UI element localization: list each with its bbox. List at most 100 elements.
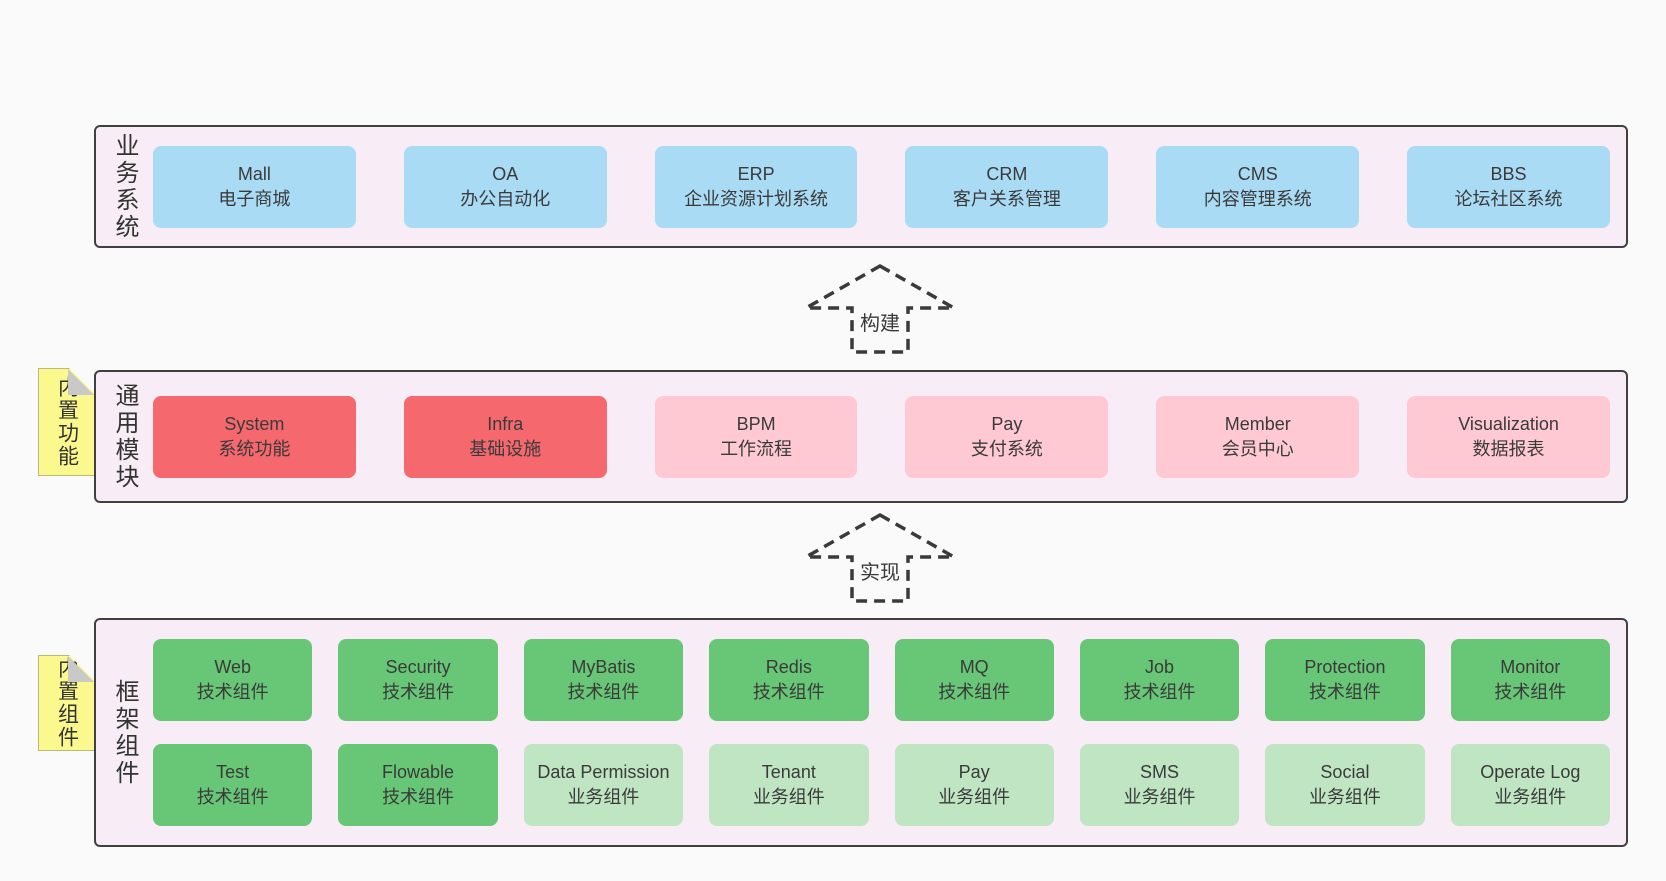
box-subtitle: 技术组件 bbox=[1494, 682, 1567, 702]
box-subtitle: 技术组件 bbox=[196, 787, 269, 807]
box-subtitle: 技术组件 bbox=[938, 682, 1011, 702]
dashed-up-arrow-icon bbox=[800, 263, 960, 354]
box-title: Job bbox=[1145, 657, 1175, 678]
box-title: Member bbox=[1224, 413, 1291, 434]
box-subtitle: 技术组件 bbox=[1308, 682, 1381, 702]
box-title: Infra bbox=[487, 413, 524, 434]
box-data-permission: Data Permission 业务组件 bbox=[523, 744, 684, 826]
box-row: Web 技术组件 Security 技术组件 MyBatis 技术组件 Redi… bbox=[153, 639, 1610, 721]
box-title: Visualization bbox=[1458, 413, 1559, 434]
box-title: ERP bbox=[737, 163, 775, 184]
box-protection: Protection 技术组件 bbox=[1265, 639, 1425, 721]
box-row: Test 技术组件 Flowable 技术组件 Data Permission … bbox=[153, 744, 1610, 826]
box-title: MQ bbox=[959, 657, 989, 678]
box-title: Pay bbox=[991, 413, 1023, 434]
box-mall: Mall 电子商城 bbox=[153, 145, 356, 228]
box-title: Monitor bbox=[1500, 657, 1561, 678]
box-subtitle: 基础设施 bbox=[469, 438, 542, 459]
box-operate-log: Operate Log 业务组件 bbox=[1450, 744, 1610, 826]
box-title: CRM bbox=[986, 163, 1028, 184]
arrow-label: 构建 bbox=[860, 313, 900, 335]
panel-title: 业务系统 bbox=[111, 132, 138, 241]
folded-corner-icon bbox=[68, 369, 94, 395]
box-infra: Infra 基础设施 bbox=[403, 395, 607, 478]
box-subtitle: 企业资源计划系统 bbox=[684, 188, 829, 209]
box-bpm: BPM 工作流程 bbox=[654, 395, 858, 478]
box-title: BPM bbox=[736, 413, 776, 434]
box-subtitle: 业务组件 bbox=[567, 787, 640, 807]
box-title: Data Permission bbox=[537, 762, 670, 783]
box-subtitle: 技术组件 bbox=[382, 787, 455, 807]
box-subtitle: 系统功能 bbox=[218, 438, 291, 459]
box-title: Social bbox=[1320, 762, 1370, 783]
sticky-note-built-in-components: 内置组件 bbox=[38, 655, 95, 751]
box-title: Protection bbox=[1304, 657, 1386, 678]
box-pay-component: Pay 业务组件 bbox=[894, 744, 1054, 826]
box-redis: Redis 技术组件 bbox=[709, 639, 869, 721]
panel-content: Mall 电子商城 OA 办公自动化 ERP 企业资源计划系统 CRM 客户关系… bbox=[153, 127, 1626, 246]
box-subtitle: 电子商城 bbox=[218, 188, 291, 209]
box-subtitle: 办公自动化 bbox=[460, 188, 551, 209]
box-tenant: Tenant 业务组件 bbox=[709, 744, 869, 826]
box-row: System 系统功能 Infra 基础设施 BPM 工作流程 Pay 支付系统… bbox=[153, 395, 1610, 478]
box-subtitle: 技术组件 bbox=[382, 682, 455, 702]
box-title: Pay bbox=[958, 762, 990, 783]
box-title: Security bbox=[385, 657, 451, 678]
box-subtitle: 业务组件 bbox=[1494, 787, 1567, 807]
build-arrow: 构建 bbox=[800, 263, 960, 355]
box-subtitle: 内容管理系统 bbox=[1203, 188, 1312, 209]
box-title: CMS bbox=[1237, 163, 1278, 184]
box-subtitle: 论坛社区系统 bbox=[1454, 188, 1563, 209]
box-sms: SMS 业务组件 bbox=[1079, 744, 1240, 826]
box-subtitle: 技术组件 bbox=[1123, 682, 1196, 702]
box-title: Test bbox=[216, 762, 250, 783]
box-subtitle: 数据报表 bbox=[1472, 438, 1545, 459]
business-systems-panel: 业务系统 Mall 电子商城 OA 办公自动化 ERP 企业资源计划系统 CRM… bbox=[94, 125, 1628, 248]
box-oa: OA 办公自动化 bbox=[403, 145, 607, 228]
box-member: Member 会员中心 bbox=[1156, 395, 1360, 478]
box-subtitle: 工作流程 bbox=[720, 438, 793, 459]
implement-arrow: 实现 bbox=[800, 512, 960, 604]
box-subtitle: 业务组件 bbox=[1308, 787, 1381, 807]
box-subtitle: 业务组件 bbox=[938, 787, 1011, 807]
box-system: System 系统功能 bbox=[153, 395, 356, 478]
box-flowable: Flowable 技术组件 bbox=[338, 744, 498, 826]
box-security: Security 技术组件 bbox=[338, 639, 498, 721]
box-social: Social 业务组件 bbox=[1265, 744, 1425, 826]
box-test: Test 技术组件 bbox=[153, 744, 313, 826]
panel-title: 通用模块 bbox=[111, 382, 138, 491]
box-row: Mall 电子商城 OA 办公自动化 ERP 企业资源计划系统 CRM 客户关系… bbox=[153, 145, 1610, 228]
box-subtitle: 客户关系管理 bbox=[952, 188, 1061, 209]
box-visualization: Visualization 数据报表 bbox=[1407, 395, 1610, 478]
box-web: Web 技术组件 bbox=[153, 639, 313, 721]
folded-corner-icon bbox=[68, 656, 94, 682]
box-monitor: Monitor 技术组件 bbox=[1450, 639, 1610, 721]
box-title: Flowable bbox=[382, 762, 455, 783]
box-mybatis: MyBatis 技术组件 bbox=[523, 639, 684, 721]
box-title: Web bbox=[214, 657, 252, 678]
dashed-up-arrow-icon bbox=[800, 512, 960, 603]
box-subtitle: 技术组件 bbox=[196, 682, 269, 702]
box-subtitle: 会员中心 bbox=[1221, 438, 1294, 459]
box-title: SMS bbox=[1140, 762, 1180, 783]
box-title: Operate Log bbox=[1480, 762, 1581, 783]
sticky-note-built-in-features: 内置功能 bbox=[38, 368, 95, 476]
box-subtitle: 业务组件 bbox=[1123, 787, 1196, 807]
framework-components-panel: 框架组件 Web 技术组件 Security 技术组件 MyBatis 技术组件… bbox=[94, 618, 1628, 847]
box-erp: ERP 企业资源计划系统 bbox=[654, 145, 858, 228]
box-title: BBS bbox=[1490, 163, 1527, 184]
box-crm: CRM 客户关系管理 bbox=[905, 145, 1109, 228]
sticky-note-label: 内置功能 bbox=[55, 376, 79, 468]
box-cms: CMS 内容管理系统 bbox=[1156, 145, 1360, 228]
panel-content: System 系统功能 Infra 基础设施 BPM 工作流程 Pay 支付系统… bbox=[153, 372, 1626, 501]
box-subtitle: 技术组件 bbox=[567, 682, 640, 702]
box-subtitle: 技术组件 bbox=[752, 682, 825, 702]
box-bbs: BBS 论坛社区系统 bbox=[1407, 145, 1610, 228]
box-title: Mall bbox=[237, 163, 271, 184]
box-job: Job 技术组件 bbox=[1079, 639, 1240, 721]
arrow-label: 实现 bbox=[860, 562, 900, 584]
box-title: MyBatis bbox=[571, 657, 636, 678]
box-title: OA bbox=[492, 163, 519, 184]
box-title: System bbox=[224, 413, 285, 434]
